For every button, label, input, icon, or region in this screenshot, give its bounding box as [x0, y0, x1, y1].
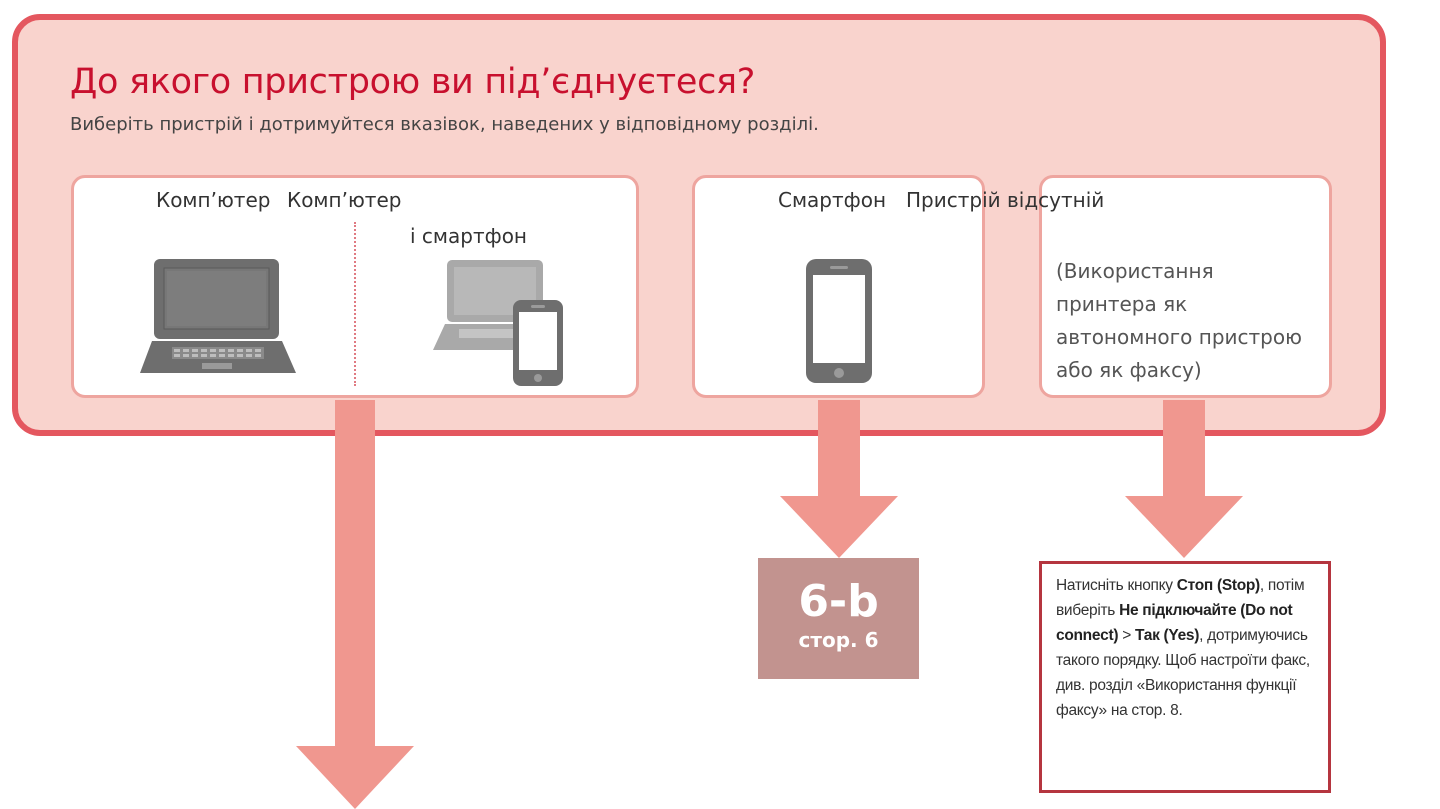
computer-arrow-head — [296, 746, 414, 809]
card-divider — [354, 222, 356, 386]
laptop-and-phone-icon — [433, 260, 563, 386]
note-text: , потім виберіть — [1056, 577, 1305, 619]
no-device-instructions: Натисніть кнопку Стоп (Stop), потім вибе… — [1039, 561, 1331, 793]
smartphone-page-reference[interactable]: 6-b стор. 6 — [758, 558, 919, 679]
stop-button-ref: Стоп (Stop) — [1176, 577, 1260, 594]
smartphone-option-label: Смартфон — [778, 188, 887, 212]
note-text: , дотримуючись такого порядку. Щоб настр… — [1056, 627, 1310, 719]
page-title: До якого пристрою ви під’єднуєтеся? — [70, 62, 756, 102]
smartphone-arrow-stem — [818, 400, 860, 496]
no-device-option-card[interactable] — [1039, 175, 1332, 398]
no-device-option-label: Пристрій відсутній — [906, 188, 1105, 212]
laptop-icon — [140, 259, 296, 373]
do-not-connect-ref: Не підключайте (Do not connect) — [1056, 602, 1293, 644]
no-device-arrow-stem — [1163, 400, 1205, 496]
computer-option-label: Комп’ютер — [156, 188, 271, 212]
no-device-description: (Використання принтера як автономного пр… — [1056, 255, 1302, 387]
computer-arrow-stem — [335, 400, 375, 746]
page-subtitle: Виберіть пристрій і дотримуйтеся вказіво… — [70, 114, 819, 135]
section-number: 6-b — [798, 576, 879, 627]
no-device-description-line: (Використання — [1056, 259, 1214, 283]
smartphone-icon — [806, 259, 872, 383]
no-device-description-line: автономного пристрою — [1056, 325, 1302, 349]
note-text: > — [1118, 627, 1135, 644]
yes-ref: Так (Yes) — [1134, 627, 1200, 644]
no-device-description-line: принтера як — [1056, 292, 1188, 316]
smartphone-arrow-head — [780, 496, 898, 558]
no-device-arrow-head — [1125, 496, 1243, 558]
computer-smartphone-option-label-line2: і смартфон — [410, 224, 528, 248]
computer-smartphone-option-label-line1: Комп’ютер — [287, 188, 402, 212]
note-text: Натисніть кнопку — [1056, 577, 1177, 594]
page-number: стор. 6 — [798, 628, 879, 652]
no-device-description-line: або як факсу) — [1056, 358, 1202, 382]
